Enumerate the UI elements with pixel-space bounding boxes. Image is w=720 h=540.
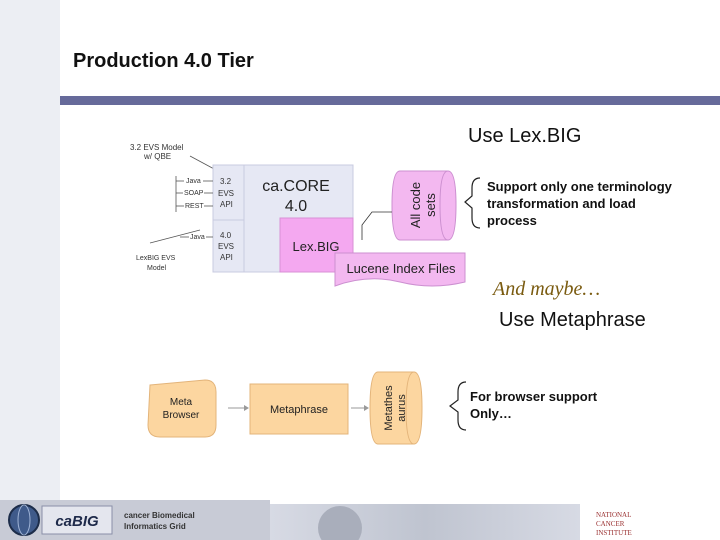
and-maybe-text: And maybe… (493, 278, 601, 300)
cabig-logo-text: caBIG (55, 513, 99, 530)
left-decorative-strip (0, 0, 60, 540)
globe-icon (9, 505, 39, 535)
lexbig-note-line: transformation and load (487, 196, 636, 211)
connector-line (189, 155, 217, 171)
evs40-api-line: API (220, 253, 233, 262)
browser-note-line: For browser support (470, 389, 598, 404)
footer-photo-strip (270, 504, 580, 540)
cylinder-edge (439, 170, 449, 241)
footer-logo-panel (0, 500, 270, 540)
footer-subtitle-line: Informatics Grid (124, 522, 186, 531)
title-rule (60, 96, 720, 105)
lexbig-note-line: Support only one terminology (487, 179, 672, 194)
connector-line (361, 211, 392, 240)
nci-logo-line: CANCER (596, 520, 625, 528)
lexbig-heading: Use Lex.BIG (468, 125, 582, 147)
cacore-version: 4.0 (285, 198, 307, 215)
browser-note: For browser support Only… (470, 388, 597, 422)
browser-note-line: Only… (470, 406, 512, 421)
lexbig-evs-model-label-2: Model (147, 265, 167, 272)
metaphrase-heading: Use Metaphrase (499, 309, 646, 331)
metathesaurus-label-2: aurus (396, 394, 408, 422)
meta-browser-shape (147, 379, 217, 438)
cabig-logo-box (41, 505, 113, 535)
evs32-api-line: EVS (218, 189, 234, 198)
java-label: Java (186, 178, 201, 185)
metaphrase-box (249, 383, 349, 435)
evs40-api-line: EVS (218, 242, 234, 251)
lucene-index-files-shape (334, 252, 466, 287)
rest-label: REST (185, 203, 204, 210)
cylinder-edge (405, 371, 415, 445)
arrow-head (364, 405, 369, 411)
lucene-index-files-label: Lucene Index Files (346, 261, 456, 276)
footer-globe-photo (318, 506, 362, 540)
evs32-api-line: API (220, 200, 233, 209)
footer-subtitle-line: cancer Biomedical (124, 511, 195, 520)
meta-browser-label: Meta (170, 397, 193, 408)
evs-model-label-qbe: w/ QBE (143, 152, 171, 161)
nci-logo-line: INSTITUTE (596, 529, 632, 537)
evs40-api-line: 4.0 (220, 231, 232, 240)
evs-model-label: 3.2 EVS Model (130, 143, 184, 152)
lexbig-box-label: Lex.BIG (293, 239, 340, 254)
arrow-head (244, 405, 249, 411)
cacore-label: ca.CORE (262, 178, 330, 195)
soap-label: SOAP (184, 190, 204, 197)
lexbig-note-line: process (487, 213, 537, 228)
all-code-sets-label-2: sets (423, 193, 438, 217)
note-brace (449, 381, 467, 431)
slide-title: Production 4.0 Tier (73, 50, 254, 72)
all-code-sets-label: All code (408, 182, 423, 228)
footer-banner: caBIG cancer Biomedical Informatics Grid… (0, 500, 720, 540)
lexbig-note: Support only one terminology transformat… (487, 178, 672, 229)
metathesaurus-label: Metathes (383, 385, 395, 431)
meta-browser-label-2: Browser (163, 410, 200, 421)
java-label-2: Java (190, 234, 205, 241)
evs32-api-line: 3.2 (220, 177, 232, 186)
metaphrase-label: Metaphrase (270, 404, 328, 416)
note-brace (464, 177, 481, 229)
lexbig-evs-model-label: LexBIG EVS (136, 255, 176, 262)
nci-logo-line: NATIONAL (596, 511, 631, 519)
connector-line (149, 229, 201, 244)
